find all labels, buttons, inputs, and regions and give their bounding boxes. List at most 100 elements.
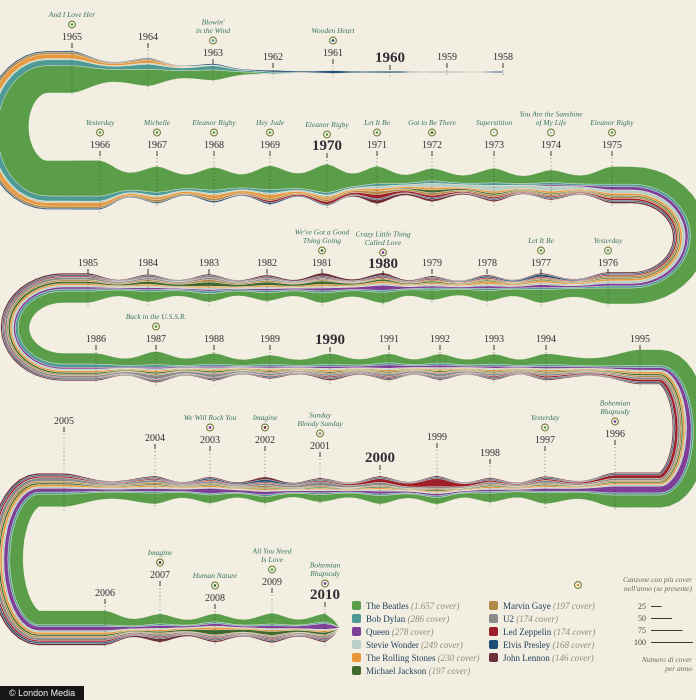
song-title: Bohemian <box>600 399 631 408</box>
top-cover-dot <box>576 583 580 587</box>
year-label-1982: 1982 <box>257 258 277 269</box>
legend-label: Marvin Gaye (197 cover) <box>503 601 595 611</box>
year-label-1962: 1962 <box>263 52 283 63</box>
legend-swatch <box>352 666 361 675</box>
annotation-1977: Let It Be <box>527 236 555 255</box>
top-cover-dot <box>155 131 159 134</box>
legend-item-michael-jackson: Michael Jackson (197 cover) <box>352 666 470 676</box>
song-title: of My Life <box>536 118 567 127</box>
year-label-1985: 1985 <box>78 258 98 269</box>
year-label-1996: 1996 <box>605 429 625 440</box>
year-label-1981: 1981 <box>312 258 332 269</box>
song-title: Got to Be There <box>408 118 457 127</box>
top-cover-dot <box>613 420 617 423</box>
song-title: Bohemian <box>310 561 341 570</box>
song-title: All You Need <box>252 547 292 556</box>
annotation-1976: Yesterday <box>594 236 623 255</box>
top-cover-dot <box>270 568 274 571</box>
song-title: Let It Be <box>527 236 554 245</box>
song-title: Imagine <box>252 413 278 422</box>
annotation-1975: Eleanor Rigby <box>589 118 634 137</box>
year-label-1988: 1988 <box>204 334 224 345</box>
year-label-2007: 2007 <box>150 570 170 581</box>
song-title: in the Wind <box>196 26 230 35</box>
scale-title: nell'anno (se presente) <box>624 584 692 593</box>
year-label-2009: 2009 <box>262 577 282 588</box>
song-title: Eleanor Rigby <box>589 118 634 127</box>
annotation-1968: Eleanor Rigby <box>191 118 236 137</box>
song-title: Rhapsody <box>309 569 340 578</box>
legend-swatch <box>489 653 498 662</box>
legend-swatch <box>489 627 498 636</box>
song-title: Hey Jude <box>255 118 285 127</box>
song-title: Crazy Little Thing <box>355 230 410 239</box>
year-label-1992: 1992 <box>430 334 450 345</box>
year-label-1997: 1997 <box>535 435 555 446</box>
top-cover-dot <box>70 23 74 26</box>
year-label-2006: 2006 <box>95 588 115 599</box>
song-title: Rhapsody <box>599 407 630 416</box>
annotation-1966: Yesterday <box>86 118 115 137</box>
year-label-1993: 1993 <box>484 334 504 345</box>
year-label-1984: 1984 <box>138 258 158 269</box>
legend-item-the-beatles: The Beatles (1.657 cover) <box>352 601 459 611</box>
year-label-1961: 1961 <box>323 48 343 59</box>
top-cover-dot <box>323 582 327 585</box>
year-label-2008: 2008 <box>205 593 225 604</box>
year-label-1989: 1989 <box>260 334 280 345</box>
top-cover-dot <box>318 432 322 435</box>
year-label-1979: 1979 <box>422 258 442 269</box>
legend-swatch <box>352 627 361 636</box>
song-title: We Will Rock You <box>184 413 237 422</box>
legend-label: Elvis Presley (168 cover) <box>503 640 594 650</box>
year-label-1973: 1973 <box>484 140 504 151</box>
legend-label: Stevie Wonder (249 cover) <box>366 640 463 650</box>
legend-label: The Rolling Stones (230 cover) <box>366 653 479 663</box>
legend-item-led-zeppelin: Led Zeppelin (174 cover) <box>489 627 595 637</box>
year-label-1990: 1990 <box>315 332 345 348</box>
top-cover-dot <box>331 39 335 42</box>
top-cover-dot <box>154 325 158 328</box>
year-label-1970: 1970 <box>312 138 342 154</box>
legend-swatch <box>352 640 361 649</box>
song-title: Called Love <box>365 238 402 247</box>
year-label-1967: 1967 <box>147 140 167 151</box>
annotation-1967: Michelle <box>143 118 171 137</box>
legend-label: U2 (174 cover) <box>503 614 558 624</box>
top-cover-dot <box>610 131 614 134</box>
scale-tick-label: 100 <box>634 638 646 647</box>
year-label-1974: 1974 <box>541 140 561 151</box>
top-cover-dot <box>208 426 212 429</box>
year-label-1978: 1978 <box>477 258 497 269</box>
scale-caption: Numero di cover <box>641 655 692 664</box>
legend-item-the-rolling-stones: The Rolling Stones (230 cover) <box>352 653 479 663</box>
year-label-2004: 2004 <box>145 433 165 444</box>
top-cover-dot <box>211 39 215 42</box>
legend-item-bob-dylan: Bob Dylan (286 cover) <box>352 614 449 624</box>
song-title: Back in the U.S.S.R. <box>126 312 187 321</box>
year-label-1958: 1958 <box>493 52 513 63</box>
year-label-1980: 1980 <box>368 256 398 272</box>
year-label-1964: 1964 <box>138 32 158 43</box>
year-label-1998: 1998 <box>480 448 500 459</box>
song-title: Is Love <box>260 555 284 564</box>
scale-tick-label: 75 <box>638 626 646 635</box>
top-cover-dot <box>492 131 496 134</box>
legend-swatch <box>489 614 498 623</box>
year-label-1972: 1972 <box>422 140 442 151</box>
legend-item-u2: U2 (174 cover) <box>489 614 558 624</box>
year-label-2003: 2003 <box>200 435 220 446</box>
year-label-1986: 1986 <box>86 334 106 345</box>
artist-legend: The Beatles (1.657 cover) Bob Dylan (286 … <box>352 601 595 676</box>
year-label-1975: 1975 <box>602 140 622 151</box>
year-label-1966: 1966 <box>90 140 110 151</box>
song-title: Michelle <box>143 118 171 127</box>
song-title: Blowin' <box>202 18 225 27</box>
legend-label: The Beatles (1.657 cover) <box>366 601 459 611</box>
